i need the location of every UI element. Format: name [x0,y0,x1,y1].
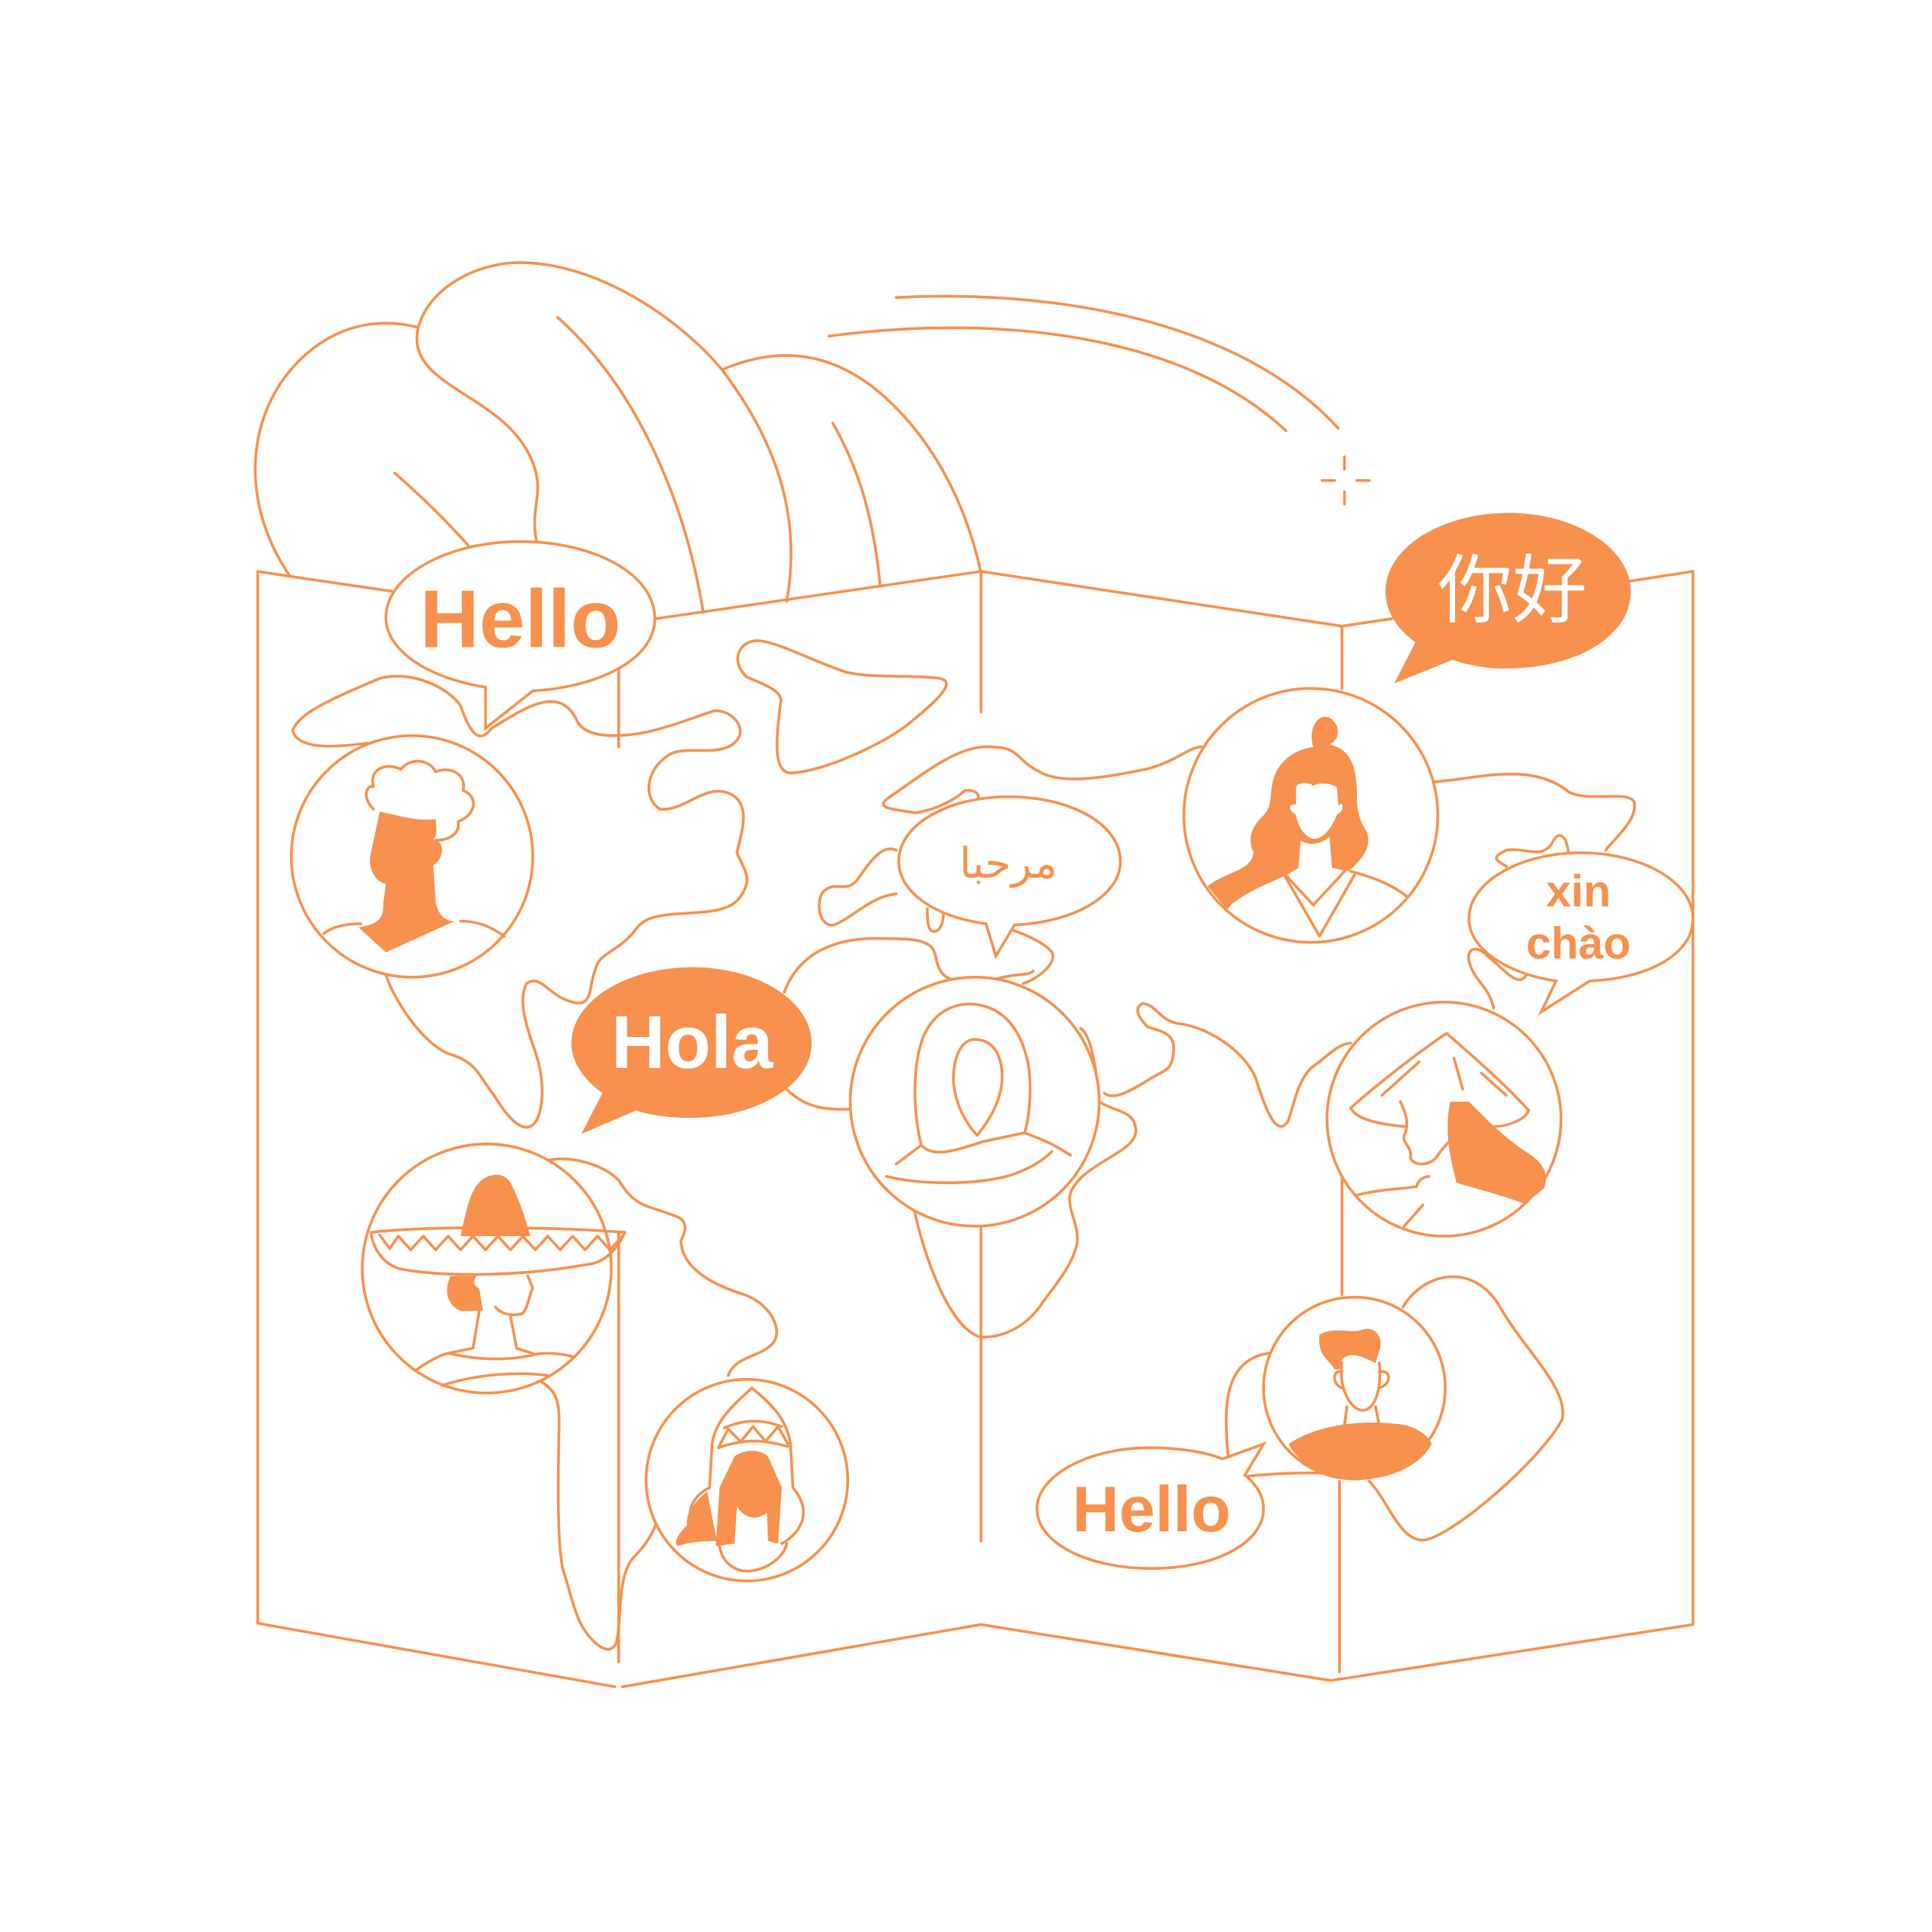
avatar-conical-hat [1325,1001,1563,1238]
avatar-woman-headdress [645,1377,850,1583]
greeting-hello-bottom: Hello [1072,1473,1231,1546]
folded-map [256,570,1695,1688]
speech-bubble-chinese: 你好 [1385,512,1631,684]
continent-outlines [291,639,1636,1651]
avatar-woman-bun [1182,687,1439,944]
avatar-man-curly-hair [1262,1295,1447,1481]
avatar-sombrero [361,1143,626,1395]
sparkle-icon [1320,455,1371,506]
speech-bubble-spanish: Hola [571,967,812,1134]
cloud-shapes [254,261,983,614]
greeting-hello-top: Hello [420,574,620,666]
motion-line [827,326,1287,432]
speech-bubble-vietnamese: xin chào [1467,851,1695,1017]
greeting-arabic: مرحبا [959,839,1057,888]
greeting-chinese: 你好 [1438,547,1587,634]
speech-bubble-arabic: مرحبا [897,795,1122,960]
avatar-chef [290,734,534,979]
speech-bubble-hello-top: Hello [384,540,657,731]
speech-bubble-hello-bottom: Hello [1035,1441,1267,1571]
motion-line [894,294,1340,430]
avatar-woman-hijab [848,976,1101,1228]
greeting-vietnamese-line2: chào [1526,918,1631,968]
greeting-spanish: Hola [611,1000,774,1084]
greeting-vietnamese-line1: xin [1546,866,1611,916]
